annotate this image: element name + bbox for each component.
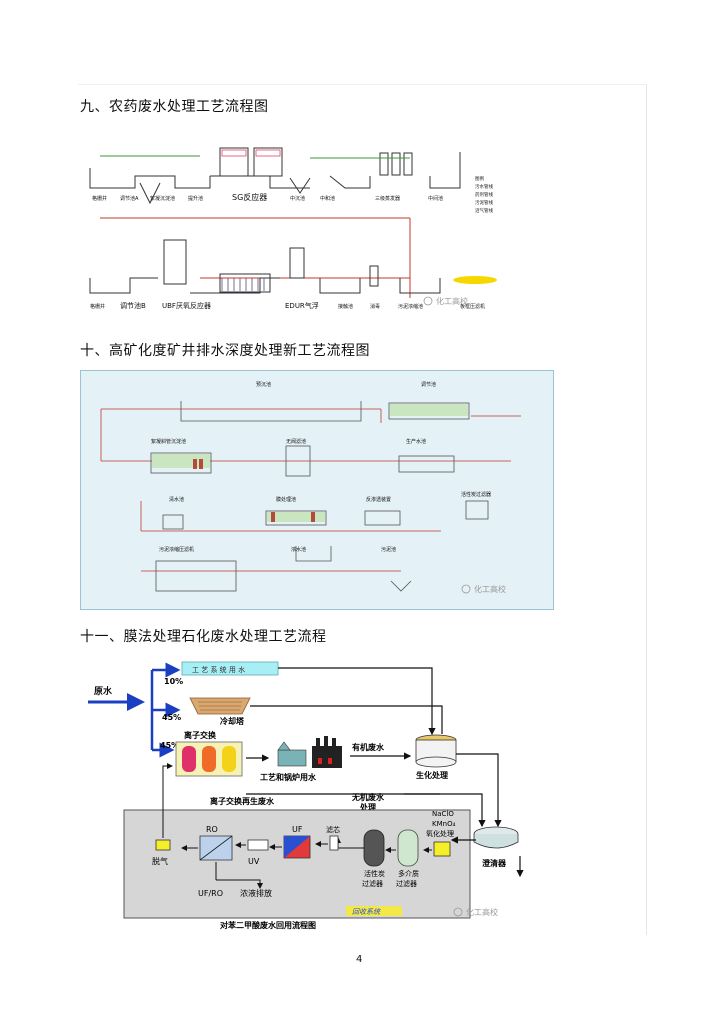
carbon-label: 活性炭	[364, 869, 385, 878]
label: 反渗透装置	[366, 496, 391, 503]
ufro-label: UF/RO	[198, 889, 223, 898]
label: 絮凝斜管沉淀池	[151, 438, 186, 445]
label: UBF厌氧反应器	[162, 301, 211, 310]
label: 接触池	[338, 303, 353, 310]
ion-exchange-label: 离子交换	[184, 730, 217, 740]
page-number: 4	[356, 954, 362, 965]
label: 无阀滤池	[286, 438, 306, 445]
label: 消毒	[370, 303, 380, 310]
label: 调节池	[421, 381, 436, 388]
watermark-text: 化工高校	[466, 907, 498, 917]
clarifier-label: 澄清器	[482, 858, 507, 868]
legend-item: 沼气管线	[475, 207, 493, 214]
ro-label: RO	[206, 825, 218, 834]
watermark: 化工高校	[462, 584, 506, 594]
pesticide-wastewater-flow-diagram: 格栅井 调节池A 絮凝沉淀池 提升池 SG反应器 中沉池 中和池 三级蒸发器 中…	[80, 128, 528, 320]
label: 调节池B	[120, 301, 146, 310]
section-11-heading: 十一、膜法处理石化废水处理工艺流程	[80, 626, 327, 646]
multimedia-label-2: 过滤器	[396, 879, 417, 888]
label: 中沉池	[290, 195, 305, 202]
oxidant-label: KMnO₄	[432, 820, 456, 828]
ion-regen-label: 离子交换再生废水	[210, 796, 275, 806]
label: 活性炭过滤器	[461, 491, 491, 498]
oxidation-label: 氧化处理	[426, 829, 454, 838]
degas-label: 脱气	[152, 856, 168, 866]
watermark-text: 化工高校	[436, 296, 468, 306]
section-9-heading: 九、农药废水处理工艺流程图	[80, 96, 269, 116]
pct-label: 10%	[164, 677, 183, 686]
oxidant-label: NaClO	[432, 810, 454, 818]
raw-water-label: 原水	[94, 685, 113, 697]
label: 中和池	[320, 195, 335, 202]
label: 三级蒸发器	[375, 195, 400, 202]
filter-core-label: 滤芯	[326, 825, 340, 834]
label: EDUR气浮	[285, 301, 319, 310]
uv-label: UV	[248, 857, 260, 866]
label: 污泥浓缩池	[398, 303, 423, 310]
label: 中间池	[428, 195, 443, 202]
label: 调节池A	[120, 195, 139, 202]
process-water-label: 工 艺 系 统 用 水	[192, 665, 245, 674]
legend-title: 图例	[475, 175, 484, 182]
multimedia-label: 多介质	[398, 869, 419, 878]
label: 清水池	[169, 496, 184, 503]
label: 格栅井	[90, 303, 105, 310]
label: 絮凝沉淀池	[150, 195, 175, 202]
cooling-tower-label: 冷却塔	[220, 716, 245, 726]
concentrate-label: 浓液排放	[240, 888, 272, 898]
legend-item: 污水管线	[475, 183, 493, 190]
label: 污泥浓缩压滤机	[159, 546, 194, 553]
label: 生产水池	[406, 438, 426, 445]
carbon-label-2: 过滤器	[362, 879, 383, 888]
label: 污泥池	[381, 546, 396, 553]
legend-item: 药剂管线	[475, 191, 493, 198]
label: 格栅井	[92, 195, 107, 202]
pct-label: 45%	[162, 713, 181, 722]
inorganic-label: 无机废水	[351, 792, 385, 802]
recovery-label: 回收系统	[352, 908, 381, 916]
label: 预沉池	[256, 381, 271, 388]
legend-item: 污泥管线	[475, 199, 493, 206]
diagram-caption: 对苯二甲酸废水回用流程图	[220, 920, 316, 930]
label: SG反应器	[232, 192, 267, 202]
biochem-label: 生化处理	[416, 770, 448, 780]
label: 浓水池	[291, 546, 306, 553]
uf-label: UF	[292, 825, 303, 834]
watermark: 化工高校	[424, 296, 468, 306]
mine-drainage-flow-diagram: 预沉池 调节池 絮凝斜管沉淀池 无阀滤池 生产水池 清水池 膜处理池 反渗透装置…	[80, 370, 554, 610]
label: 提升池	[188, 195, 203, 202]
section-10-heading: 十、高矿化度矿井排水深度处理新工艺流程图	[80, 340, 370, 360]
petrochemical-membrane-flow-diagram: 原水 10% 45% 45% 工 艺 系 统 用 水 冷却塔 离子交换 工艺和锅…	[80, 650, 534, 932]
watermark-text: 化工高校	[474, 584, 506, 594]
process-boiler-label: 工艺和锅炉用水	[260, 772, 317, 782]
organic-ww-label: 有机废水	[352, 742, 385, 752]
label: 膜处理池	[276, 496, 296, 503]
